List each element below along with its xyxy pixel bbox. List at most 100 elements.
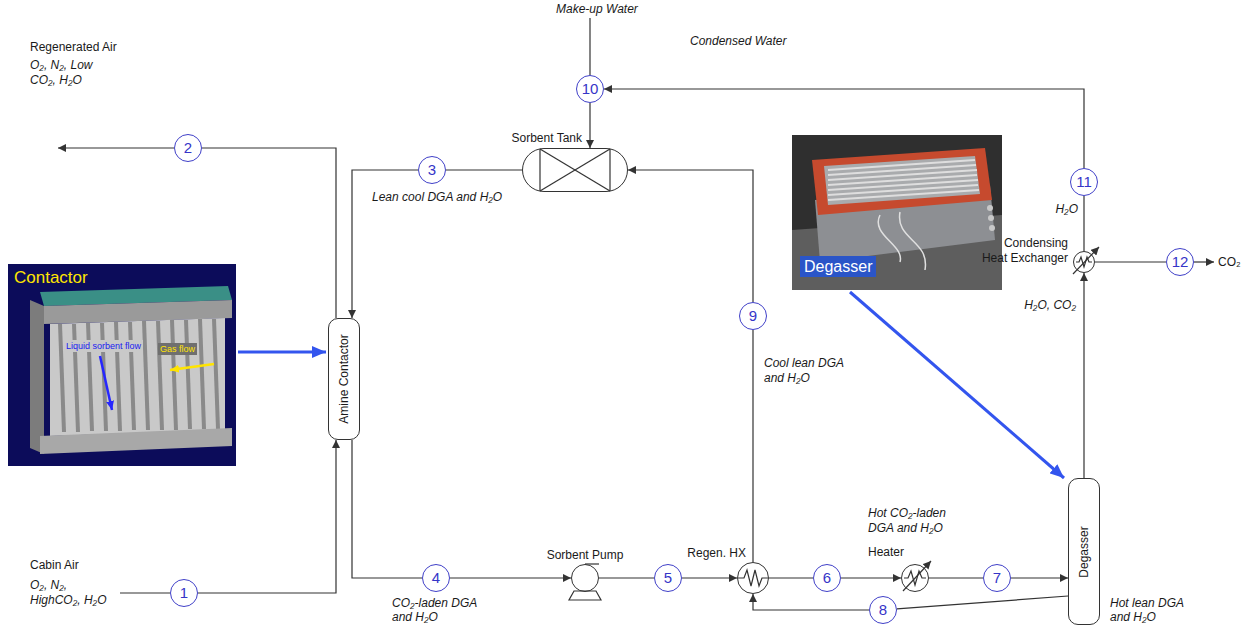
degasser-frame — [812, 148, 992, 215]
equipment-label: Regen. HX — [687, 546, 746, 560]
contactor-fin — [144, 321, 148, 430]
stream-note: Make-up Water — [556, 2, 638, 17]
callout-label: 4 — [432, 570, 440, 586]
stream-composition: Cool lean DGA and H₂O — [764, 356, 856, 386]
flow-line — [599, 577, 654, 578]
flow-annotation: Gas flow — [158, 343, 197, 355]
stream-composition: CO₂-laden DGA and H₂O — [392, 596, 480, 624]
flow-line — [202, 148, 336, 318]
callout-number: 4 — [422, 564, 450, 592]
flow-line — [604, 89, 1084, 168]
contactor-wall — [30, 300, 44, 454]
flow-line — [628, 170, 753, 302]
equipment-label: Amine Contactor — [337, 334, 351, 423]
degasser-panel — [824, 156, 980, 205]
degasser-tubes — [828, 160, 979, 200]
contactor-vessel: Amine Contactor — [328, 318, 360, 440]
callout-label: 9 — [749, 308, 757, 324]
flow-line — [682, 577, 737, 578]
flow-line — [1095, 261, 1166, 262]
stream-composition: H₂O — [1036, 202, 1078, 217]
callout-number: 9 — [739, 302, 767, 330]
flow-annotation: Liquid sorbent flow — [64, 340, 143, 352]
equipment-label: Degasser — [1077, 526, 1091, 577]
flow-line — [1011, 577, 1068, 578]
pointer-arrow — [238, 351, 326, 354]
stream-name: Regenerated Air — [30, 40, 117, 55]
contactor-channel-block — [50, 318, 225, 436]
inlet-wire — [589, 18, 590, 75]
callout-label: 3 — [428, 162, 436, 178]
degasser-tube — [828, 175, 977, 185]
fitting — [988, 215, 994, 221]
contactor-image — [8, 264, 236, 466]
callout-number: 11 — [1070, 168, 1098, 196]
contactor-fin — [172, 320, 176, 430]
stream-composition: Hot lean DGA and H₂O — [1110, 596, 1196, 624]
contactor-fin — [158, 321, 162, 430]
flow-line — [841, 577, 901, 578]
gas-flow-arrow — [170, 364, 214, 370]
pointer-arrow — [850, 292, 1064, 478]
callout-number: 5 — [654, 564, 682, 592]
sorbent-tank: Sorbent Tank — [522, 148, 628, 192]
degasser-tube — [828, 165, 976, 175]
tank-line — [540, 149, 610, 191]
tank-line — [540, 149, 610, 191]
tank-internals — [540, 149, 610, 191]
equipment-label: Sorbent Pump — [547, 548, 624, 562]
pump-symbol: Sorbent Pump — [571, 564, 599, 592]
callout-label: 1 — [180, 585, 188, 601]
callout-number: 6 — [813, 564, 841, 592]
flow-line — [589, 103, 590, 148]
flow-line — [929, 577, 983, 578]
callout-number: 7 — [983, 564, 1011, 592]
heat-exchanger-coil — [738, 570, 768, 586]
stream-composition: Lean cool DGA and H₂O — [372, 190, 502, 205]
flow-line — [450, 577, 571, 578]
callout-number: 10 — [576, 75, 604, 103]
connector-group — [198, 89, 1166, 610]
degasser-photo — [792, 135, 1002, 290]
image-caption: Contactor — [14, 268, 88, 288]
photo-wire — [878, 215, 900, 262]
degasser-tube — [828, 170, 977, 180]
pump-base — [569, 591, 601, 600]
flow-line — [769, 577, 813, 578]
condenser-arrow — [1073, 247, 1099, 274]
contactor-fin — [200, 319, 204, 429]
contactor-fin — [130, 322, 134, 430]
callout-label: 10 — [582, 81, 599, 97]
callout-number: 8 — [869, 596, 897, 624]
flow-line — [1083, 196, 1084, 251]
degasser-tube — [828, 180, 978, 190]
tank-line — [539, 149, 540, 191]
degasser-vessel: Degasser — [1068, 478, 1100, 625]
heat-exchanger-symbol: Regen. HX — [737, 562, 769, 594]
equipment-label: Sorbent Tank — [512, 131, 583, 145]
stream-composition: O₂, N₂, HighCO₂, H₂O — [30, 578, 114, 608]
heater-symbol: Heater — [901, 564, 929, 592]
outlet-wire — [58, 147, 174, 148]
contactor-fin — [214, 319, 218, 429]
contactor-fin — [116, 322, 120, 431]
stream-composition: Hot CO₂-laden DGA and H₂O — [868, 506, 968, 536]
heater-arrow — [903, 561, 931, 591]
callout-number: 12 — [1166, 248, 1194, 276]
photo-wire — [900, 212, 926, 270]
image-caption: Degasser — [800, 256, 876, 277]
callout-label: 12 — [1172, 254, 1189, 270]
callout-number: 3 — [418, 156, 446, 184]
outlet-wire — [1194, 261, 1214, 262]
stream-composition: O₂, N₂, Low CO₂, H₂O — [30, 58, 108, 88]
liquid-flow-arrow — [100, 356, 112, 410]
stream-note: Condensed Water — [690, 34, 787, 49]
degasser-fittings — [987, 205, 995, 231]
degasser-tube — [828, 160, 975, 170]
callout-label: 5 — [664, 570, 672, 586]
contactor-fin — [186, 320, 190, 429]
